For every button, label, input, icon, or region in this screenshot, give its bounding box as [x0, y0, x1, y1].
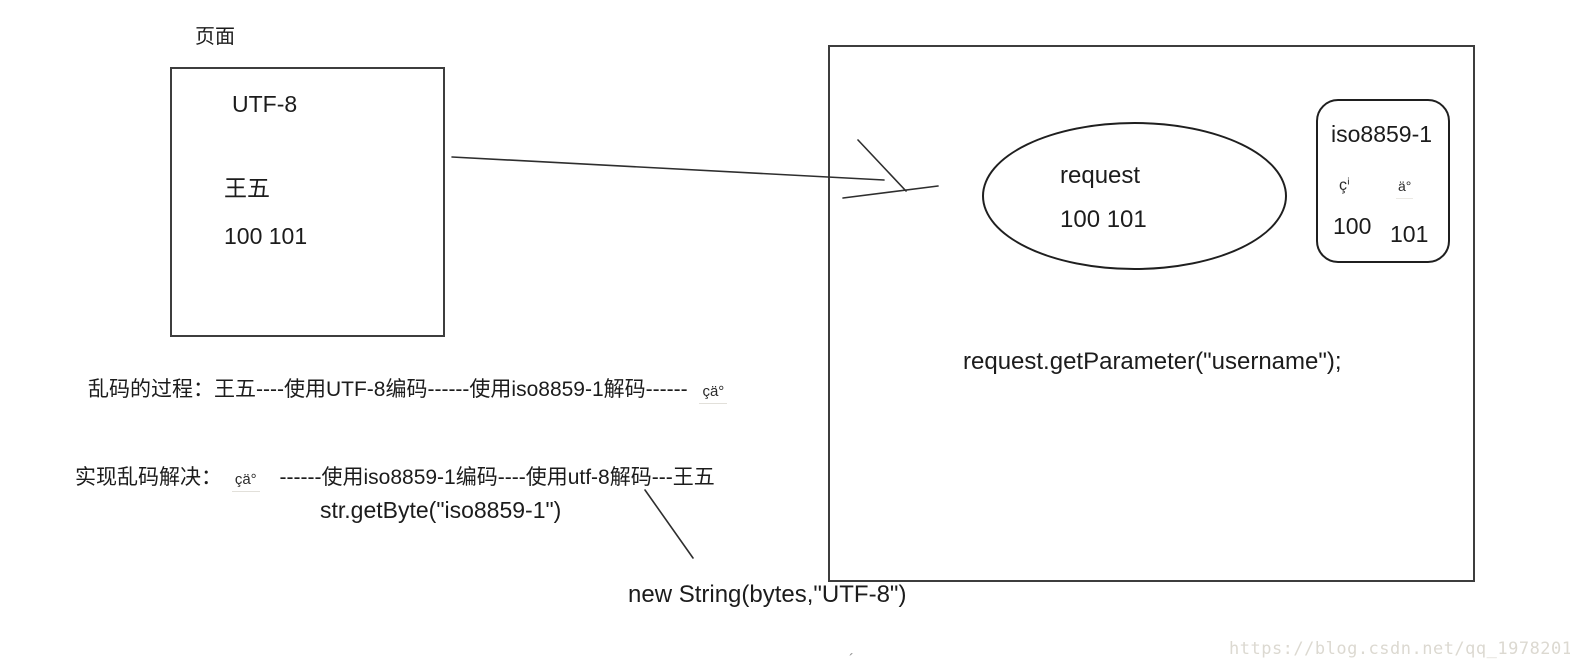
garble-process-result: çä°: [699, 383, 728, 404]
page-label: 页面: [195, 26, 235, 48]
pointer-to-new-string: [644, 489, 694, 559]
watermark-url: https://blog.csdn.net/qq_19782019: [1229, 639, 1570, 659]
iso8859-box: iso8859-1 çⁱ ä° 100 101: [1316, 99, 1450, 263]
request-ellipse: [982, 122, 1287, 270]
fix-process-suffix: ------使用iso8859-1编码----使用utf-8解码---王五: [279, 466, 715, 489]
page-box: UTF-8 王五 100 101: [170, 67, 445, 337]
iso8859-garbled-char-1: çⁱ: [1339, 177, 1350, 194]
page-box-bytes: 100 101: [224, 223, 308, 249]
get-byte-code: str.getByte("iso8859-1"): [320, 497, 562, 523]
garble-process-line: 乱码的过程：王五----使用UTF-8编码------使用iso8859-1解码…: [88, 373, 728, 404]
stray-mark: ´: [849, 651, 854, 668]
new-string-code: new String(bytes,"UTF-8"): [628, 581, 907, 608]
garble-process-text: 乱码的过程：王五----使用UTF-8编码------使用iso8859-1解码…: [88, 378, 688, 401]
fix-process-garbled: çä°: [231, 471, 260, 492]
iso8859-byte-1: 100: [1333, 213, 1372, 239]
iso8859-box-title: iso8859-1: [1331, 121, 1433, 147]
iso8859-garbled-char-2: ä°: [1396, 178, 1414, 199]
fix-process-prefix: 实现乱码解决：: [75, 466, 222, 489]
get-parameter-code: request.getParameter("username");: [963, 348, 1342, 375]
request-ellipse-bytes: 100 101: [1060, 206, 1147, 233]
request-ellipse-label: request: [1060, 162, 1141, 189]
arrow-shaft: [451, 156, 885, 181]
page-box-name: 王五: [224, 175, 270, 201]
iso8859-byte-2: 101: [1390, 221, 1429, 247]
page-box-encoding: UTF-8: [232, 91, 298, 117]
fix-process-line: 实现乱码解决： çä° ------使用iso8859-1编码----使用utf…: [75, 461, 715, 492]
